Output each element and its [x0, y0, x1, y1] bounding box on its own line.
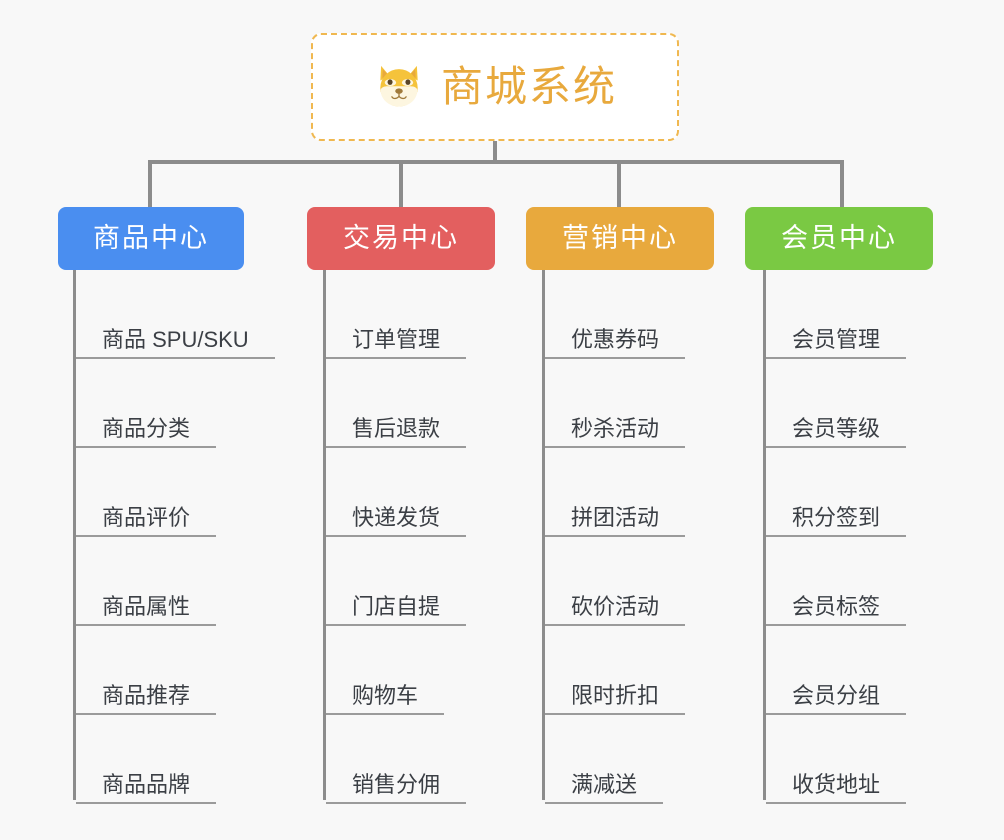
connector-drop-4: [840, 160, 844, 207]
leaf-label: 满减送: [571, 771, 638, 797]
branch-spine: [73, 270, 76, 800]
category-box-marketing[interactable]: 营销中心: [526, 207, 714, 270]
leaf-item[interactable]: 订单管理: [326, 270, 467, 359]
leaf-item[interactable]: 售后退款: [326, 359, 467, 448]
connector-drop-1: [148, 160, 152, 207]
root-node-content: 商城系统: [373, 61, 617, 113]
leaf-item[interactable]: 商品推荐: [76, 626, 217, 715]
leaf-label: 砍价活动: [571, 593, 660, 619]
leaf-item[interactable]: 会员标签: [766, 537, 907, 626]
leaf-label: 商品分类: [102, 415, 191, 441]
leaf-item[interactable]: 满减送: [545, 715, 664, 804]
leaf-label: 快递发货: [352, 504, 441, 530]
leaf-label: 销售分佣: [352, 771, 441, 797]
leaf-label: 购物车: [352, 682, 419, 708]
leaf-item[interactable]: 快递发货: [326, 448, 467, 537]
category-label: 商品中心: [93, 223, 209, 253]
connector-horizontal-bar: [148, 160, 844, 164]
leaf-label: 收货地址: [792, 771, 881, 797]
category-label: 交易中心: [343, 223, 459, 253]
leaf-label: 秒杀活动: [571, 415, 660, 441]
leaf-label: 商品 SPU/SKU: [102, 326, 249, 352]
connector-root-stem: [493, 141, 497, 162]
leaf-item[interactable]: 收货地址: [766, 715, 907, 804]
leaf-label: 订单管理: [352, 326, 441, 352]
leaf-label: 拼团活动: [571, 504, 660, 530]
leaf-label: 商品属性: [102, 593, 191, 619]
leaf-item[interactable]: 秒杀活动: [545, 359, 686, 448]
leaf-label: 会员标签: [792, 593, 881, 619]
branch-spine: [323, 270, 326, 800]
leaf-item[interactable]: 会员分组: [766, 626, 907, 715]
category-box-trade[interactable]: 交易中心: [307, 207, 495, 270]
branch-spine: [542, 270, 545, 800]
branch-spine: [763, 270, 766, 800]
leaf-label: 限时折扣: [571, 682, 660, 708]
leaf-label: 门店自提: [352, 593, 441, 619]
leaf-item[interactable]: 商品评价: [76, 448, 217, 537]
connector-drop-2: [399, 160, 403, 207]
leaf-label: 售后退款: [352, 415, 441, 441]
root-title: 商城系统: [440, 63, 617, 110]
leaf-item[interactable]: 会员管理: [766, 270, 907, 359]
leaf-item[interactable]: 积分签到: [766, 448, 907, 537]
shiba-dog-face-icon: [380, 65, 418, 107]
leaf-label: 商品品牌: [102, 771, 191, 797]
leaf-label: 会员管理: [792, 326, 881, 352]
category-label: 营销中心: [562, 223, 678, 253]
leaf-label: 会员分组: [792, 682, 881, 708]
leaf-label: 优惠券码: [571, 326, 660, 352]
connector-drop-3: [617, 160, 621, 207]
leaf-item[interactable]: 砍价活动: [545, 537, 686, 626]
leaf-item[interactable]: 商品属性: [76, 537, 217, 626]
leaf-item[interactable]: 优惠券码: [545, 270, 686, 359]
leaf-item[interactable]: 商品分类: [76, 359, 217, 448]
leaf-item[interactable]: 限时折扣: [545, 626, 686, 715]
root-node[interactable]: 商城系统: [311, 33, 679, 141]
category-label: 会员中心: [781, 223, 897, 253]
leaf-label: 商品推荐: [102, 682, 191, 708]
leaf-label: 积分签到: [792, 504, 881, 530]
leaf-label: 商品评价: [102, 504, 191, 530]
leaf-item[interactable]: 销售分佣: [326, 715, 467, 804]
leaf-item[interactable]: 商品 SPU/SKU: [76, 270, 275, 359]
category-box-member[interactable]: 会员中心: [745, 207, 933, 270]
leaf-item[interactable]: 拼团活动: [545, 448, 686, 537]
leaf-item[interactable]: 购物车: [326, 626, 445, 715]
leaf-label: 会员等级: [792, 415, 881, 441]
leaf-item[interactable]: 门店自提: [326, 537, 467, 626]
leaf-item[interactable]: 商品品牌: [76, 715, 217, 804]
category-box-product[interactable]: 商品中心: [58, 207, 244, 270]
leaf-item[interactable]: 会员等级: [766, 359, 907, 448]
